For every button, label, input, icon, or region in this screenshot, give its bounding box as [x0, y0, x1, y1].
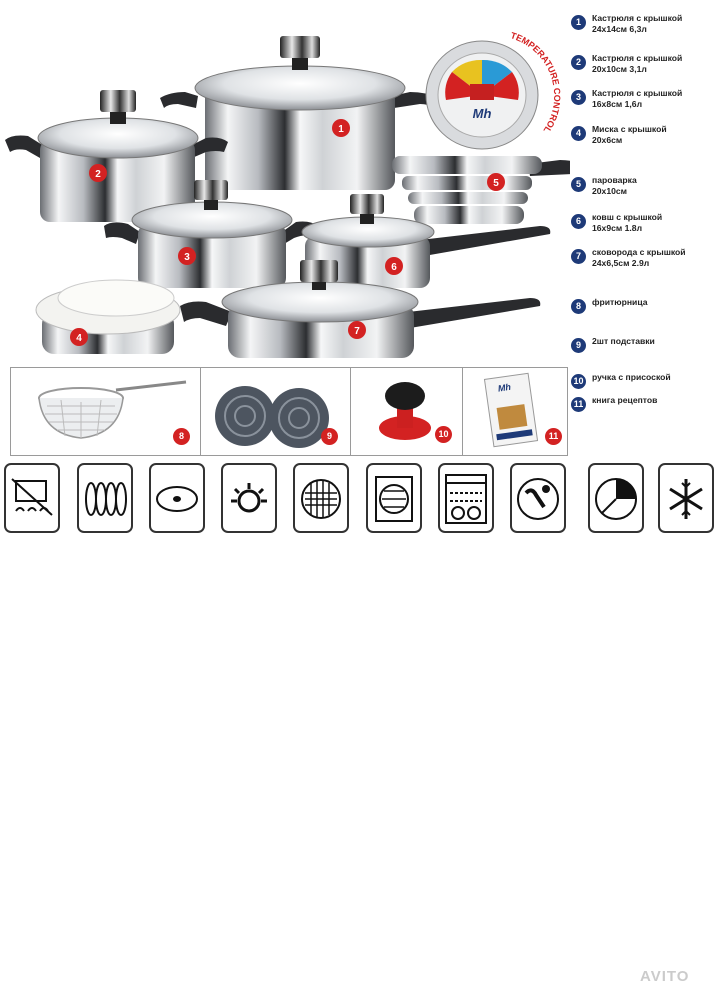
- legend-line: 24х14см 6,3л: [592, 24, 647, 34]
- legend-line: книга рецептов: [592, 395, 658, 405]
- legend-line: 24х6,5см 2.9л: [592, 258, 650, 268]
- accessory-frying-basket: 8: [11, 368, 201, 455]
- legend-badge: 7: [571, 249, 586, 264]
- badge-7: 7: [354, 326, 360, 337]
- legend-line: 20х6см: [592, 135, 623, 145]
- legend-badge: 1: [571, 15, 586, 30]
- cookware-scene: 1 2 Mh TEMPERATURE CONTROL 5: [5, 30, 570, 358]
- legend-line: Миска с крышкой: [592, 124, 667, 134]
- legend-line: Кастрюля с крышкой: [592, 13, 683, 23]
- pot-2: 2: [5, 90, 228, 222]
- dial-logo: Mh: [473, 106, 492, 121]
- badge-8: 8: [173, 428, 190, 445]
- freezer-icon: [658, 463, 714, 533]
- accessory-suction-handle: 10: [351, 368, 463, 455]
- legend-line: Кастрюля с крышкой: [592, 88, 683, 98]
- legend-line: 16х8см 1,6л: [592, 99, 643, 109]
- accessory-recipe-book: Mh 11: [463, 368, 569, 455]
- badge-2: 2: [95, 169, 101, 180]
- oven-safe-icon: [588, 463, 644, 533]
- legend-line: ручка с присоской: [592, 372, 671, 382]
- accessory-trivets: 9: [201, 368, 351, 455]
- legend-badge: 5: [571, 177, 586, 192]
- badge-3: 3: [184, 252, 190, 263]
- oven-dishwasher-icon: [438, 463, 494, 533]
- hob-icon-row: AVITO: [0, 463, 720, 985]
- badge-6: 6: [391, 262, 397, 273]
- bowl-4: 4: [35, 279, 181, 354]
- watermark: AVITO: [640, 968, 690, 985]
- legend-line: 20х10см: [592, 186, 628, 196]
- badge-10: 10: [435, 426, 452, 443]
- gas-burner-icon: [221, 463, 277, 533]
- frying-basket-icon: [38, 380, 187, 439]
- badge-1: 1: [338, 124, 344, 135]
- legend-badge: 9: [571, 338, 586, 353]
- badge-5: 5: [493, 178, 499, 189]
- recipe-book-icon: Mh: [483, 372, 539, 448]
- legend-line: ковш с крышкой: [592, 212, 663, 222]
- legend-line: 16х9см 1.8л: [592, 223, 643, 233]
- legend-line: Кастрюля с крышкой: [592, 53, 683, 63]
- thermostat-icon: [510, 463, 566, 533]
- legend-line: фритюрница: [592, 297, 648, 307]
- accessories-row: 8 9 10 Mh 11: [10, 367, 568, 456]
- legend-line: 20х10см 3,1л: [592, 64, 647, 74]
- halogen-icon: [293, 463, 349, 533]
- legend-badge: 6: [571, 214, 586, 229]
- gas-hob-icon: [4, 463, 60, 533]
- frypan-7: 7: [180, 260, 541, 358]
- badge-4: 4: [76, 333, 82, 344]
- induction-icon: [366, 463, 422, 533]
- electric-coil-icon: [77, 463, 133, 533]
- suction-handle-icon: [379, 382, 431, 440]
- badge-9: 9: [321, 428, 338, 445]
- legend-badge: 11: [571, 397, 586, 412]
- temperature-dial: Mh TEMPERATURE CONTROL: [425, 30, 562, 150]
- trivets-icon: [215, 386, 329, 448]
- steamer-5: 5: [392, 156, 570, 224]
- legend-line: 2шт подставки: [592, 336, 655, 346]
- legend-badge: 8: [571, 299, 586, 314]
- legend-line: сковорода с крышкой: [592, 247, 686, 257]
- book-logo: Mh: [497, 382, 512, 394]
- legend-badge: 3: [571, 90, 586, 105]
- pot-1: 1: [160, 36, 440, 190]
- ceramic-hob-icon: [149, 463, 205, 533]
- legend-badge: 4: [571, 126, 586, 141]
- legend-badge: 2: [571, 55, 586, 70]
- badge-11: 11: [545, 428, 562, 445]
- legend-badge: 10: [571, 374, 586, 389]
- legend-line: пароварка: [592, 175, 637, 185]
